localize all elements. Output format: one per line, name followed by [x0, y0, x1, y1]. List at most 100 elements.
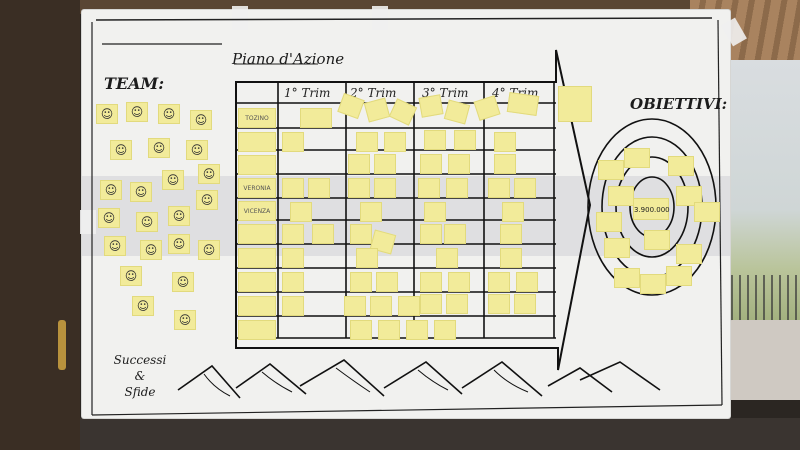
grid-sticky — [516, 272, 538, 292]
target-sticky — [676, 244, 702, 264]
grid-sticky — [350, 272, 372, 292]
grid-sticky — [502, 202, 524, 222]
objectives-label: OBIETTIVI: — [630, 95, 728, 113]
team-row-5: VICENZA — [238, 201, 276, 221]
team-row-7 — [238, 248, 276, 268]
grid-sticky — [370, 296, 392, 316]
team-row-10 — [238, 320, 276, 340]
grid-sticky — [282, 296, 304, 316]
team-member-sticky — [198, 240, 220, 260]
successes-challenges-label: Successi & Sfide — [108, 352, 172, 400]
grid-sticky — [350, 320, 372, 340]
team-member-sticky — [190, 110, 212, 130]
grid-sticky — [444, 224, 466, 244]
team-row-9 — [238, 296, 276, 316]
grid-sticky — [506, 92, 540, 116]
quarter-header-2: 2° Trim — [350, 86, 397, 100]
footer-line-1: Successi — [113, 353, 167, 367]
target-sticky — [676, 186, 702, 206]
grid-sticky — [494, 154, 516, 174]
grid-sticky — [348, 178, 370, 198]
grid-sticky — [348, 154, 370, 174]
grid-sticky — [418, 178, 440, 198]
target-sticky — [608, 186, 634, 206]
team-member-sticky — [132, 296, 154, 316]
team-member-sticky — [148, 138, 170, 158]
target-sticky — [614, 268, 640, 288]
grid-sticky — [424, 130, 446, 150]
grid-sticky — [312, 224, 334, 244]
team-member-sticky — [110, 140, 132, 160]
grid-sticky — [454, 130, 476, 150]
floor — [0, 418, 800, 450]
team-member-sticky — [104, 236, 126, 256]
grid-sticky — [290, 202, 312, 222]
target-sticky — [668, 156, 694, 176]
board-title: Piano d'Azione — [232, 50, 345, 68]
team-member-sticky — [126, 102, 148, 122]
chair-cushion — [720, 320, 800, 400]
grid-sticky — [558, 86, 592, 122]
target-sticky — [596, 212, 622, 232]
grid-sticky — [374, 178, 396, 198]
grid-sticky — [420, 272, 442, 292]
team-member-sticky — [96, 104, 118, 124]
team-member-sticky — [136, 212, 158, 232]
grid-sticky — [356, 132, 378, 152]
grid-sticky — [424, 202, 446, 222]
grid-sticky — [448, 272, 470, 292]
grid-sticky — [282, 178, 304, 198]
grid-sticky — [384, 132, 406, 152]
grid-sticky — [420, 154, 442, 174]
grid-sticky — [282, 132, 304, 152]
grid-sticky — [406, 320, 428, 340]
grid-sticky — [420, 224, 442, 244]
team-label: TEAM: — [104, 74, 165, 93]
grid-sticky — [282, 224, 304, 244]
team-member-sticky — [174, 310, 196, 330]
grid-sticky — [300, 108, 332, 128]
target-sticky — [666, 266, 692, 286]
grid-sticky — [374, 154, 396, 174]
grid-sticky — [500, 224, 522, 244]
tape-strip — [232, 6, 248, 30]
grid-sticky — [494, 132, 516, 152]
target-sticky — [640, 274, 666, 294]
team-row-1: TOZINO — [238, 108, 276, 128]
team-row-4: VERONIA — [238, 178, 276, 198]
grid-sticky — [398, 296, 420, 316]
team-row-8 — [238, 272, 276, 292]
grid-sticky — [350, 224, 372, 244]
team-member-sticky — [168, 206, 190, 226]
grid-sticky — [434, 320, 456, 340]
grid-sticky — [308, 178, 330, 198]
team-row-6 — [238, 224, 276, 244]
door-handle — [58, 320, 66, 370]
grid-sticky — [418, 94, 444, 118]
grid-sticky — [514, 294, 536, 314]
team-row-3 — [238, 155, 276, 175]
grid-sticky — [488, 294, 510, 314]
grid-sticky — [488, 178, 510, 198]
team-member-sticky — [198, 164, 220, 184]
team-member-sticky — [186, 140, 208, 160]
target-center-value: 3.900.000 — [633, 198, 670, 220]
footer-line-3: Sfide — [124, 385, 156, 399]
grid-sticky — [282, 272, 304, 292]
grid-sticky — [378, 320, 400, 340]
grid-sticky — [344, 296, 366, 316]
footer-line-2: & — [134, 369, 146, 383]
door-frame — [0, 0, 80, 450]
target-sticky — [644, 230, 670, 250]
team-member-sticky — [158, 104, 180, 124]
team-member-sticky — [130, 182, 152, 202]
team-member-sticky — [140, 240, 162, 260]
grid-sticky — [376, 272, 398, 292]
target-sticky — [598, 160, 624, 180]
target-sticky — [624, 148, 650, 168]
team-member-sticky — [172, 272, 194, 292]
tape-strip — [372, 6, 388, 30]
team-member-sticky — [98, 208, 120, 228]
team-member-sticky — [120, 266, 142, 286]
grid-sticky — [500, 248, 522, 268]
